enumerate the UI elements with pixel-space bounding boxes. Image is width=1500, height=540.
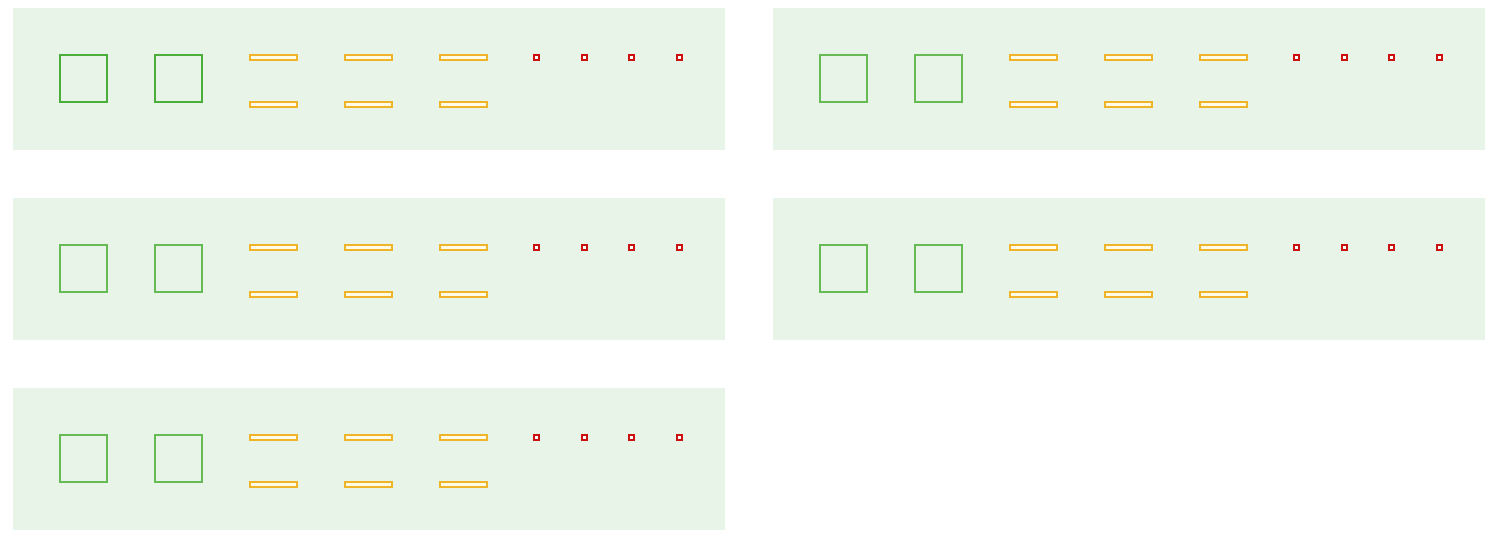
dot-node [628, 244, 635, 251]
panel-1 [13, 8, 725, 150]
bar-node-row1 [1199, 244, 1248, 251]
bar-node-row1 [1104, 244, 1153, 251]
dot-node [1388, 54, 1395, 61]
dot-node [533, 434, 540, 441]
bar-node-row1 [249, 54, 298, 61]
square-node [914, 244, 963, 293]
panel-3 [13, 198, 725, 340]
dot-node [1388, 244, 1395, 251]
bar-node-row2 [249, 481, 298, 488]
bar-node-row2 [1009, 101, 1058, 108]
square-node [154, 54, 203, 103]
bar-node-row1 [344, 244, 393, 251]
bar-node-row1 [249, 244, 298, 251]
dot-node [676, 54, 683, 61]
bar-node-row2 [1199, 291, 1248, 298]
dot-node [676, 244, 683, 251]
bar-node-row1 [439, 54, 488, 61]
dot-node [1436, 54, 1443, 61]
dot-node [533, 54, 540, 61]
dot-node [581, 54, 588, 61]
square-node [154, 244, 203, 293]
bar-node-row1 [249, 434, 298, 441]
panel-4 [773, 198, 1485, 340]
dot-node [1341, 244, 1348, 251]
bar-node-row2 [344, 291, 393, 298]
bar-node-row2 [344, 101, 393, 108]
bar-node-row2 [1199, 101, 1248, 108]
bar-node-row2 [1009, 291, 1058, 298]
bar-node-row1 [439, 244, 488, 251]
bar-node-row1 [1199, 54, 1248, 61]
square-node [59, 54, 108, 103]
square-node [59, 244, 108, 293]
square-node [819, 244, 868, 293]
bar-node-row1 [1009, 54, 1058, 61]
square-node [59, 434, 108, 483]
bar-node-row2 [439, 481, 488, 488]
dot-node [581, 244, 588, 251]
bar-node-row1 [439, 434, 488, 441]
bar-node-row1 [344, 434, 393, 441]
bar-node-row1 [1009, 244, 1058, 251]
bar-node-row2 [1104, 291, 1153, 298]
bar-node-row2 [344, 481, 393, 488]
square-node [914, 54, 963, 103]
dot-node [533, 244, 540, 251]
bar-node-row2 [249, 291, 298, 298]
dot-node [1293, 244, 1300, 251]
bar-node-row2 [439, 101, 488, 108]
square-node [819, 54, 868, 103]
dot-node [676, 434, 683, 441]
square-node [154, 434, 203, 483]
panel-5 [13, 388, 725, 530]
dot-node [1341, 54, 1348, 61]
bar-node-row1 [344, 54, 393, 61]
dot-node [581, 434, 588, 441]
dot-node [1436, 244, 1443, 251]
bar-node-row2 [1104, 101, 1153, 108]
bar-node-row2 [249, 101, 298, 108]
bar-node-row1 [1104, 54, 1153, 61]
dot-node [1293, 54, 1300, 61]
panel-2 [773, 8, 1485, 150]
bar-node-row2 [439, 291, 488, 298]
dot-node [628, 434, 635, 441]
dot-node [628, 54, 635, 61]
